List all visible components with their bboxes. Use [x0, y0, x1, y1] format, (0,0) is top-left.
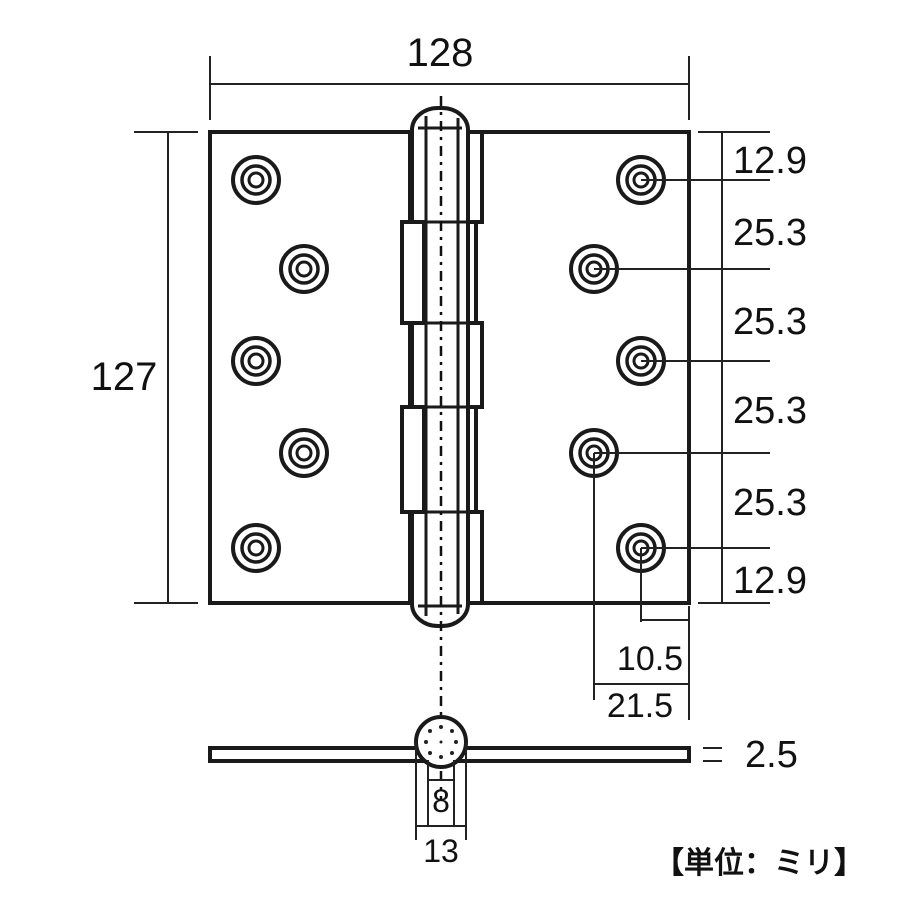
edge-inner-label: 21.5	[607, 687, 673, 725]
screw-hole-icon	[231, 523, 281, 573]
height-dimension	[134, 131, 198, 604]
pitch-label-bottom: 12.9	[733, 560, 807, 602]
screw-hole-icon	[279, 244, 329, 294]
edge-outer-label: 10.5	[617, 640, 683, 678]
width-dimension	[209, 56, 690, 120]
pitch-label-4: 25.3	[733, 482, 807, 524]
knuckle-segments	[400, 220, 426, 514]
section-pin	[424, 725, 458, 759]
hole-pitch-dimension	[594, 131, 770, 604]
thickness-label: 2.5	[745, 734, 798, 776]
screw-hole-icon	[279, 428, 329, 478]
pitch-label-top: 12.9	[733, 140, 807, 182]
pitch-label-3: 25.3	[733, 390, 807, 432]
thickness-dimension	[703, 747, 722, 762]
pitch-label-2: 25.3	[733, 301, 807, 343]
screw-hole-icon	[231, 336, 281, 386]
diameter-dimension	[415, 742, 467, 840]
units-label: 【単位：ミリ】	[654, 846, 864, 881]
knuckle-diameter-label: 13	[423, 833, 459, 869]
screw-hole-icon	[231, 155, 281, 205]
pin-diameter-label: 8	[432, 783, 450, 819]
width-label: 128	[407, 31, 474, 75]
edge-distance-dimension	[593, 453, 690, 720]
height-label: 127	[91, 355, 158, 399]
pitch-label-1: 25.3	[733, 212, 807, 254]
